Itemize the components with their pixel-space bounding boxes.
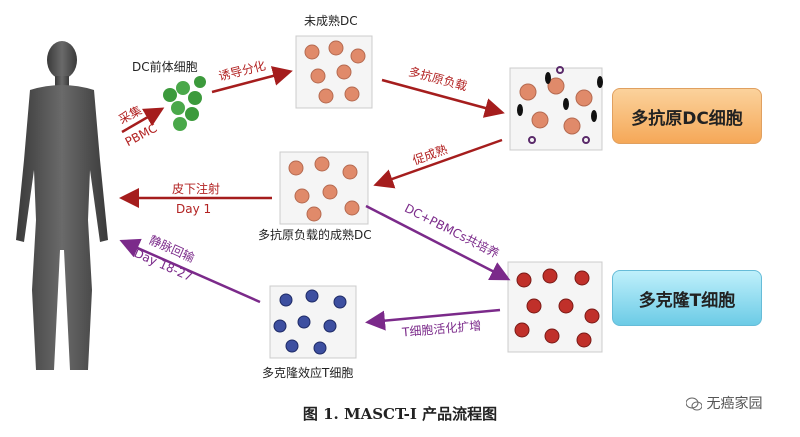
arrow-induce bbox=[211, 66, 293, 94]
loaded-dc-cells bbox=[509, 66, 603, 151]
arrow-label-subq: 皮下注射 bbox=[172, 182, 221, 196]
box-polyclonal-t: 多克隆T细胞 bbox=[612, 270, 762, 326]
arrow-activate bbox=[365, 308, 501, 331]
figure-caption: 图 1. MASCT-I 产品流程图 bbox=[302, 405, 498, 423]
arrow-coculture bbox=[365, 204, 511, 281]
arrow-iv bbox=[119, 238, 261, 304]
mature-dc-cells bbox=[279, 151, 369, 225]
activated-t-cells bbox=[507, 261, 603, 353]
label-effector-t: 多克隆效应T细胞 bbox=[262, 366, 354, 380]
watermark: 无癌家园 bbox=[685, 393, 763, 413]
arrow-label-day1: Day 1 bbox=[176, 202, 212, 216]
label-immature-dc: 未成熟DC bbox=[304, 14, 358, 28]
label-mature-dc: 多抗原负载的成熟DC bbox=[258, 228, 372, 242]
arrow-collect bbox=[121, 107, 165, 134]
dc-precursor-cells bbox=[163, 76, 206, 131]
watermark-text: 无癌家园 bbox=[706, 396, 763, 412]
arrow-load bbox=[381, 78, 505, 118]
arrow-mature bbox=[373, 138, 503, 189]
immature-dc-cells bbox=[295, 35, 373, 109]
box-multi-antigen-dc: 多抗原DC细胞 bbox=[612, 88, 762, 144]
effector-t-cells bbox=[269, 285, 357, 359]
human-silhouette bbox=[16, 41, 108, 370]
label-dc-precursor: DC前体细胞 bbox=[132, 60, 198, 74]
